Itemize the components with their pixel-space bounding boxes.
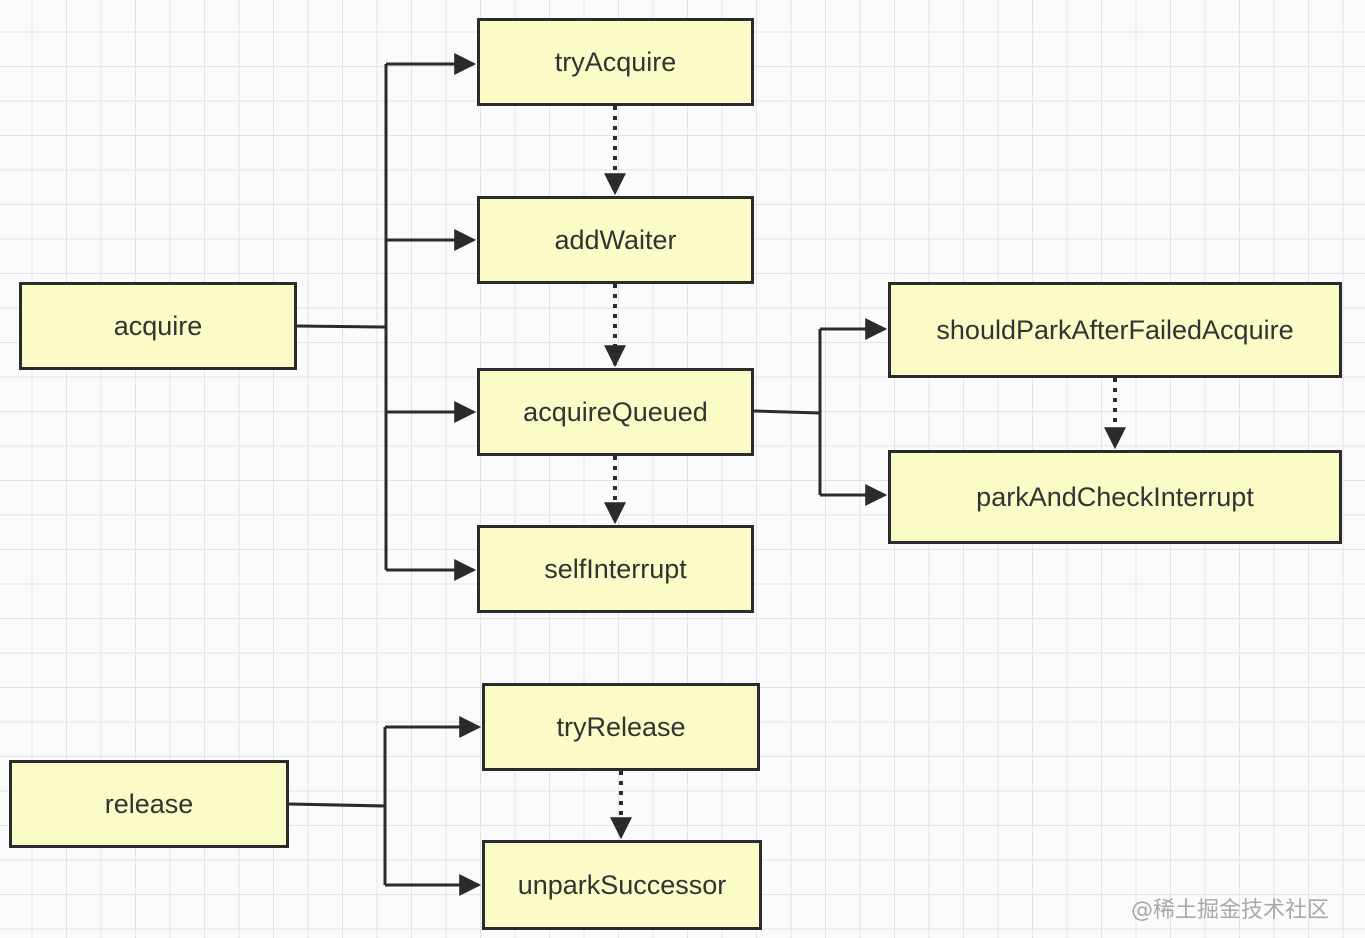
- watermark: @稀土掘金技术社区: [1130, 898, 1329, 923]
- edge-group-acquireQueued: [753, 318, 888, 506]
- node-addWaiter: addWaiter: [477, 196, 754, 284]
- edge-group-release: [288, 716, 482, 896]
- node-release: release: [9, 760, 289, 848]
- node-acquireQueued: acquireQueued: [477, 368, 754, 456]
- node-unparkSuccessor: unparkSuccessor: [482, 840, 762, 930]
- edge-release-trunk: [288, 802, 386, 808]
- node-tryRelease: tryRelease: [482, 683, 760, 771]
- node-selfInterrupt: selfInterrupt: [477, 525, 754, 613]
- node-acquire: acquire: [19, 282, 297, 370]
- edge-acquireQueued-trunk: [753, 409, 821, 415]
- node-shouldParkAfterFailedAcquire: shouldParkAfterFailedAcquire: [888, 282, 1342, 378]
- edge-acquire-trunk: [296, 324, 387, 329]
- node-parkAndCheckInterrupt: parkAndCheckInterrupt: [888, 450, 1342, 544]
- edge-group-acquire: [296, 53, 477, 581]
- node-tryAcquire: tryAcquire: [477, 18, 754, 106]
